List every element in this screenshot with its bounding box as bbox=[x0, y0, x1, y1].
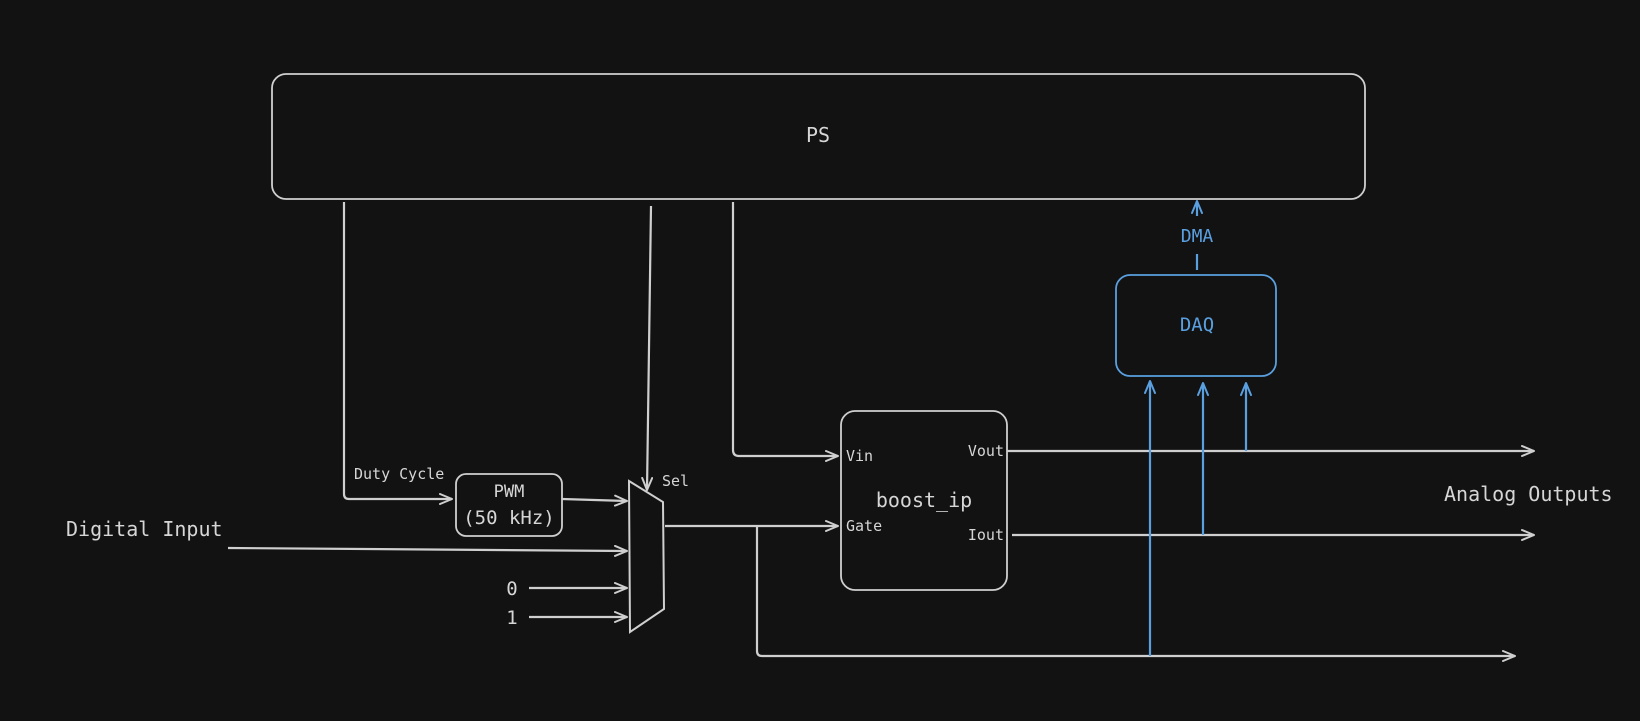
sel-wire bbox=[641, 205, 654, 491]
duty-cycle-label: Duty Cycle bbox=[354, 465, 444, 483]
daq-block bbox=[1115, 274, 1277, 377]
pwm-frequency-label: (50 kHz) bbox=[463, 507, 555, 529]
port-vout-label: Vout bbox=[968, 442, 1004, 460]
port-vin-label: Vin bbox=[846, 447, 873, 465]
analog-outputs-label: Analog Outputs bbox=[1444, 482, 1613, 506]
const-one-label: 1 bbox=[506, 607, 517, 629]
dma-label: DMA bbox=[1181, 226, 1214, 247]
boost-ip-label: boost_ip bbox=[876, 488, 972, 512]
sel-label: Sel bbox=[662, 472, 689, 490]
ps-block bbox=[271, 73, 1366, 200]
pwm-label: PWM bbox=[494, 482, 525, 502]
digital-input-wire bbox=[227, 544, 628, 557]
pwm-to-mux-wire bbox=[561, 494, 628, 507]
vin-wire bbox=[731, 202, 839, 462]
ps-label: PS bbox=[806, 123, 830, 147]
duty-cycle-wire bbox=[342, 202, 453, 505]
digital-input-label: Digital Input bbox=[66, 517, 223, 541]
gate-monitor-wire bbox=[755, 527, 1516, 662]
const-zero-label: 0 bbox=[506, 578, 517, 600]
pwm-block bbox=[455, 473, 563, 537]
port-iout-label: Iout bbox=[968, 526, 1004, 544]
multiplexer bbox=[627, 479, 666, 634]
port-gate-label: Gate bbox=[846, 517, 882, 535]
daq-label: DAQ bbox=[1180, 314, 1214, 336]
boost-ip-block bbox=[840, 410, 1008, 591]
